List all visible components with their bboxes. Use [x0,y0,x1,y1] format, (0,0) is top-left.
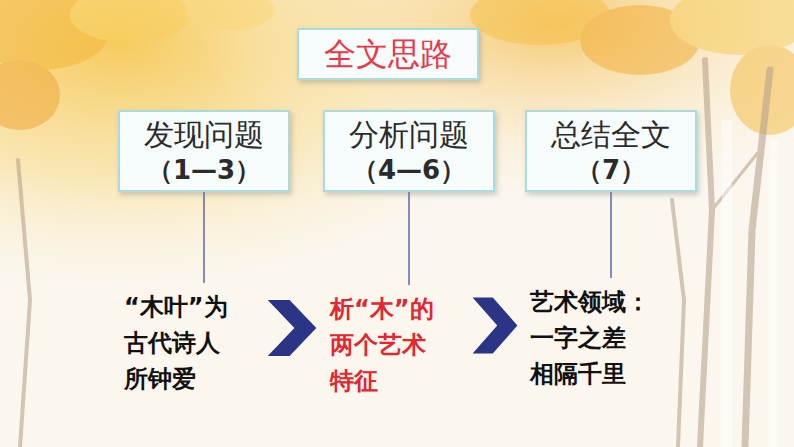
leader-line [408,192,409,285]
box-label: 分析问题 [349,116,469,154]
summary-label: 析“木”的 两个艺术 特征 [330,291,460,399]
box-label: 总结全文 [551,116,671,154]
leader-line [203,192,204,283]
summary-text: 析“木”的 两个艺术 特征 [330,291,460,399]
box-label: 发现问题 [144,116,264,154]
summary-label: “木叶”为 古代诗人 所钟爱 [124,289,254,397]
chevron-arrow [268,300,317,356]
box-label: （7） [576,154,646,187]
box-label: （1—3） [147,154,261,187]
light-stripes [722,120,778,447]
chevron-arrow [473,298,518,354]
box-label: （4—6） [352,154,466,187]
summary-label: 艺术领域： 一字之差 相隔千里 [530,284,660,392]
summary-text: 艺术领域： 一字之差 相隔千里 [530,284,660,392]
tree-trunks [18,60,770,447]
summary-text: “木叶”为 古代诗人 所钟爱 [124,289,254,397]
box-label: 全文思路 [324,34,452,74]
leader-line [610,192,611,278]
section-box: 总结全文（7） [525,110,697,192]
section-box: 发现问题（1—3） [118,110,290,192]
title-box: 全文思路 [297,28,479,80]
section-box: 分析问题（4—6） [323,110,495,192]
